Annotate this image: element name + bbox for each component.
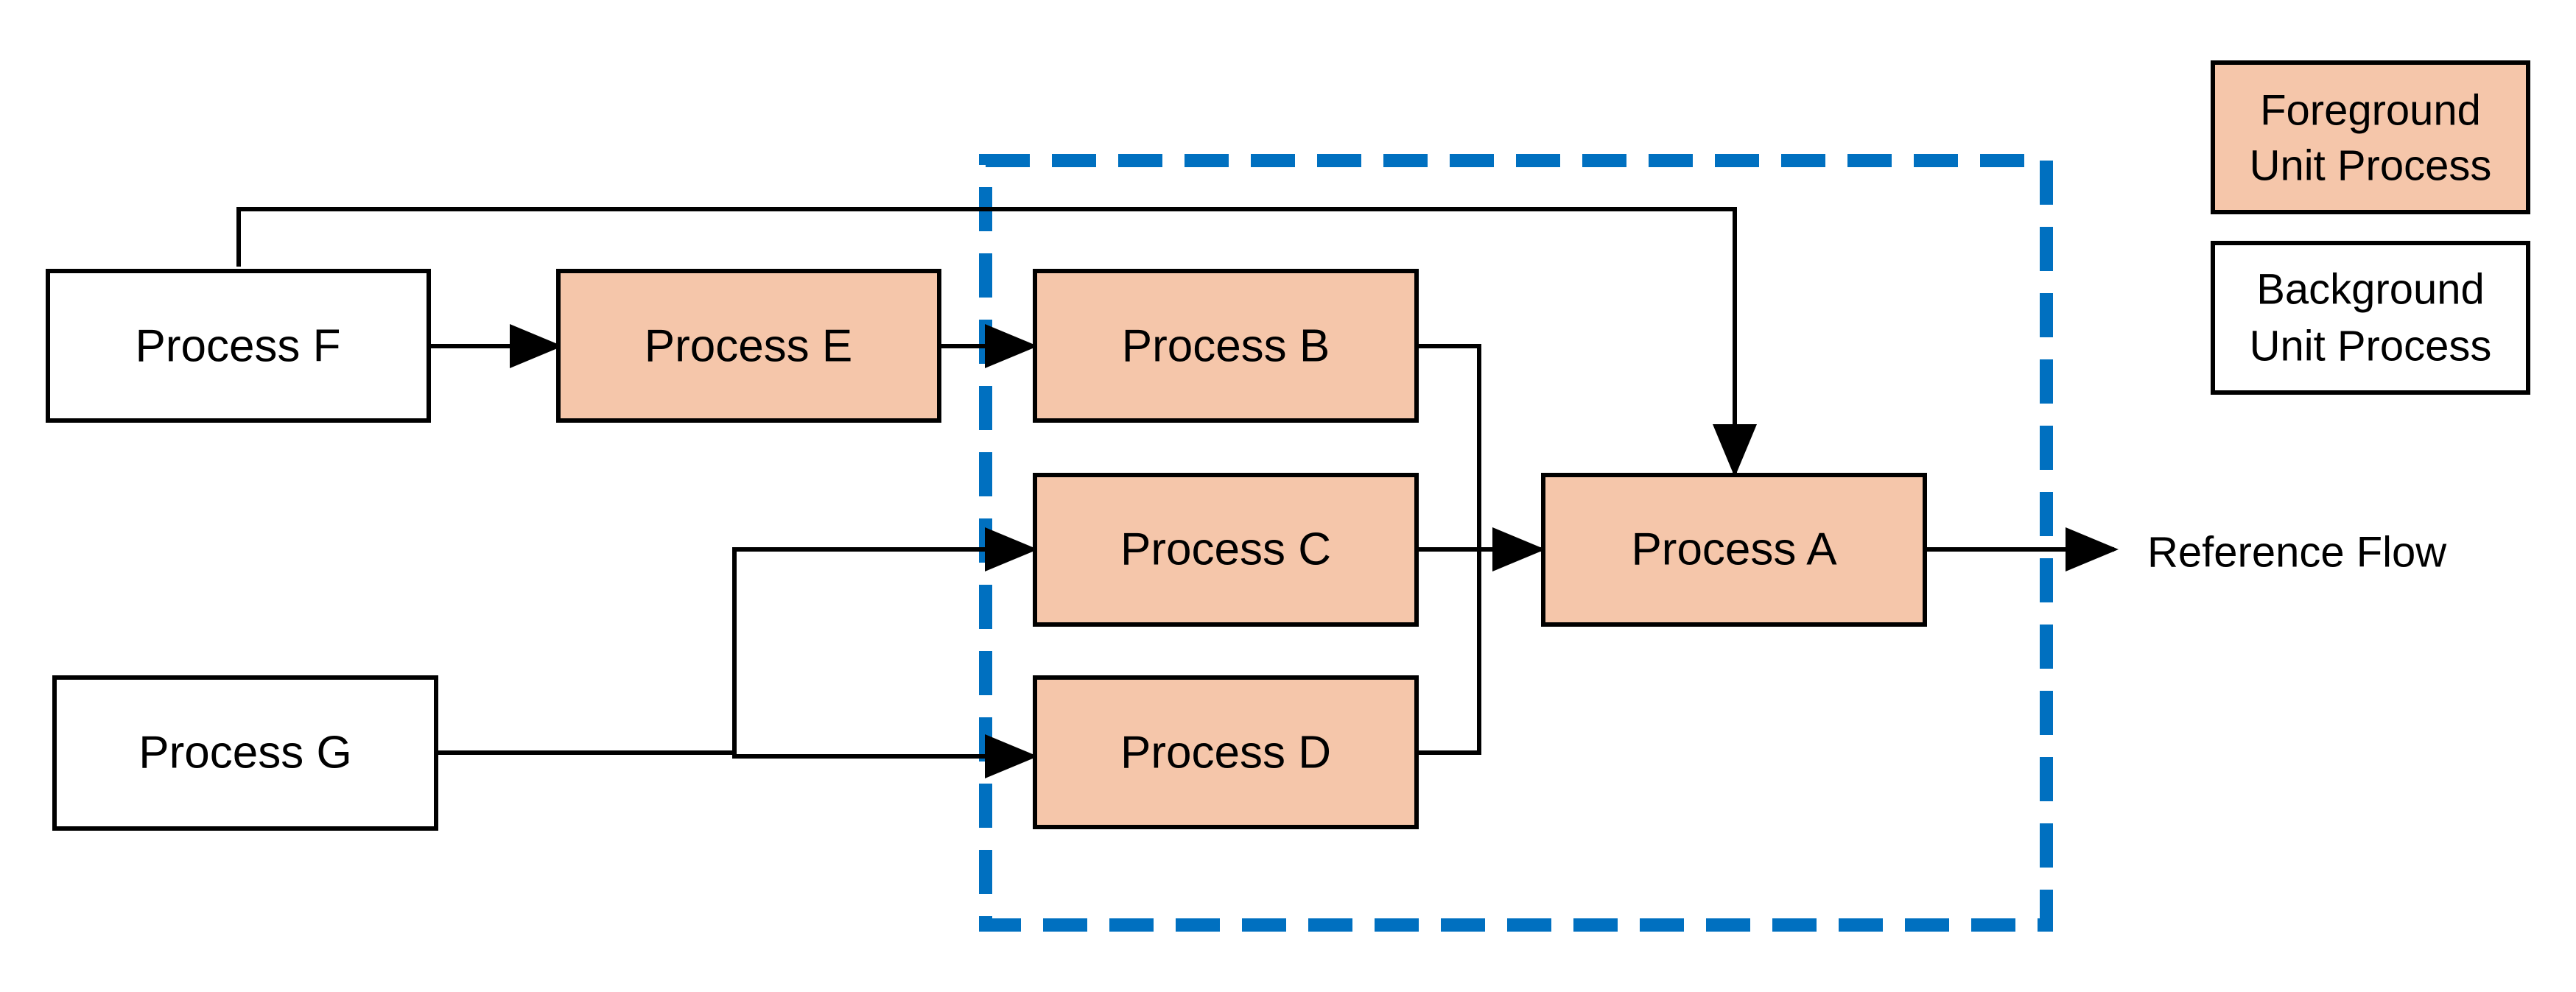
process-e-label: Process E <box>645 321 853 372</box>
legend-background: Background Unit Process <box>2211 241 2530 395</box>
process-box-d: Process D <box>1033 675 1419 829</box>
process-box-e: Process E <box>556 269 941 423</box>
process-a-rect <box>1541 473 1927 627</box>
legend-background-swatch <box>2211 241 2530 395</box>
process-g-label: Process G <box>138 728 351 778</box>
process-box-f: Process F <box>46 269 431 423</box>
line-d-out <box>1417 549 1481 755</box>
legend-background-line1: Background <box>2256 266 2485 314</box>
legend: Foreground Unit Process Background Unit … <box>2211 60 2530 395</box>
process-c-rect <box>1033 473 1419 627</box>
process-d-rect <box>1033 675 1419 829</box>
process-g-rect <box>52 675 438 831</box>
legend-foreground-swatch <box>2211 60 2530 214</box>
arrow-f-to-a <box>236 207 1757 477</box>
legend-background-line2: Unit Process <box>2250 323 2492 370</box>
process-b-label: Process B <box>1122 321 1330 372</box>
process-c-label: Process C <box>1120 524 1331 575</box>
legend-foreground: Foreground Unit Process <box>2211 60 2530 214</box>
arrow-g-to-d <box>732 734 1038 778</box>
line-b-out <box>1417 344 1481 549</box>
process-b-rect <box>1033 269 1419 423</box>
connections <box>236 207 2119 778</box>
process-box-a: Process A <box>1541 473 1927 627</box>
process-a-label: Process A <box>1631 524 1837 575</box>
reference-flow-label: Reference Flow <box>2147 529 2447 577</box>
process-box-b: Process B <box>1033 269 1419 423</box>
process-d-label: Process D <box>1120 728 1331 778</box>
process-f-rect <box>46 269 431 423</box>
process-box-g: Process G <box>52 675 438 831</box>
legend-foreground-line1: Foreground <box>2260 87 2481 135</box>
legend-foreground-line2: Unit Process <box>2250 142 2492 190</box>
process-f-label: Process F <box>135 321 340 372</box>
process-e-rect <box>556 269 941 423</box>
arrow-g-to-c <box>732 527 1038 753</box>
process-box-c: Process C <box>1033 473 1419 627</box>
